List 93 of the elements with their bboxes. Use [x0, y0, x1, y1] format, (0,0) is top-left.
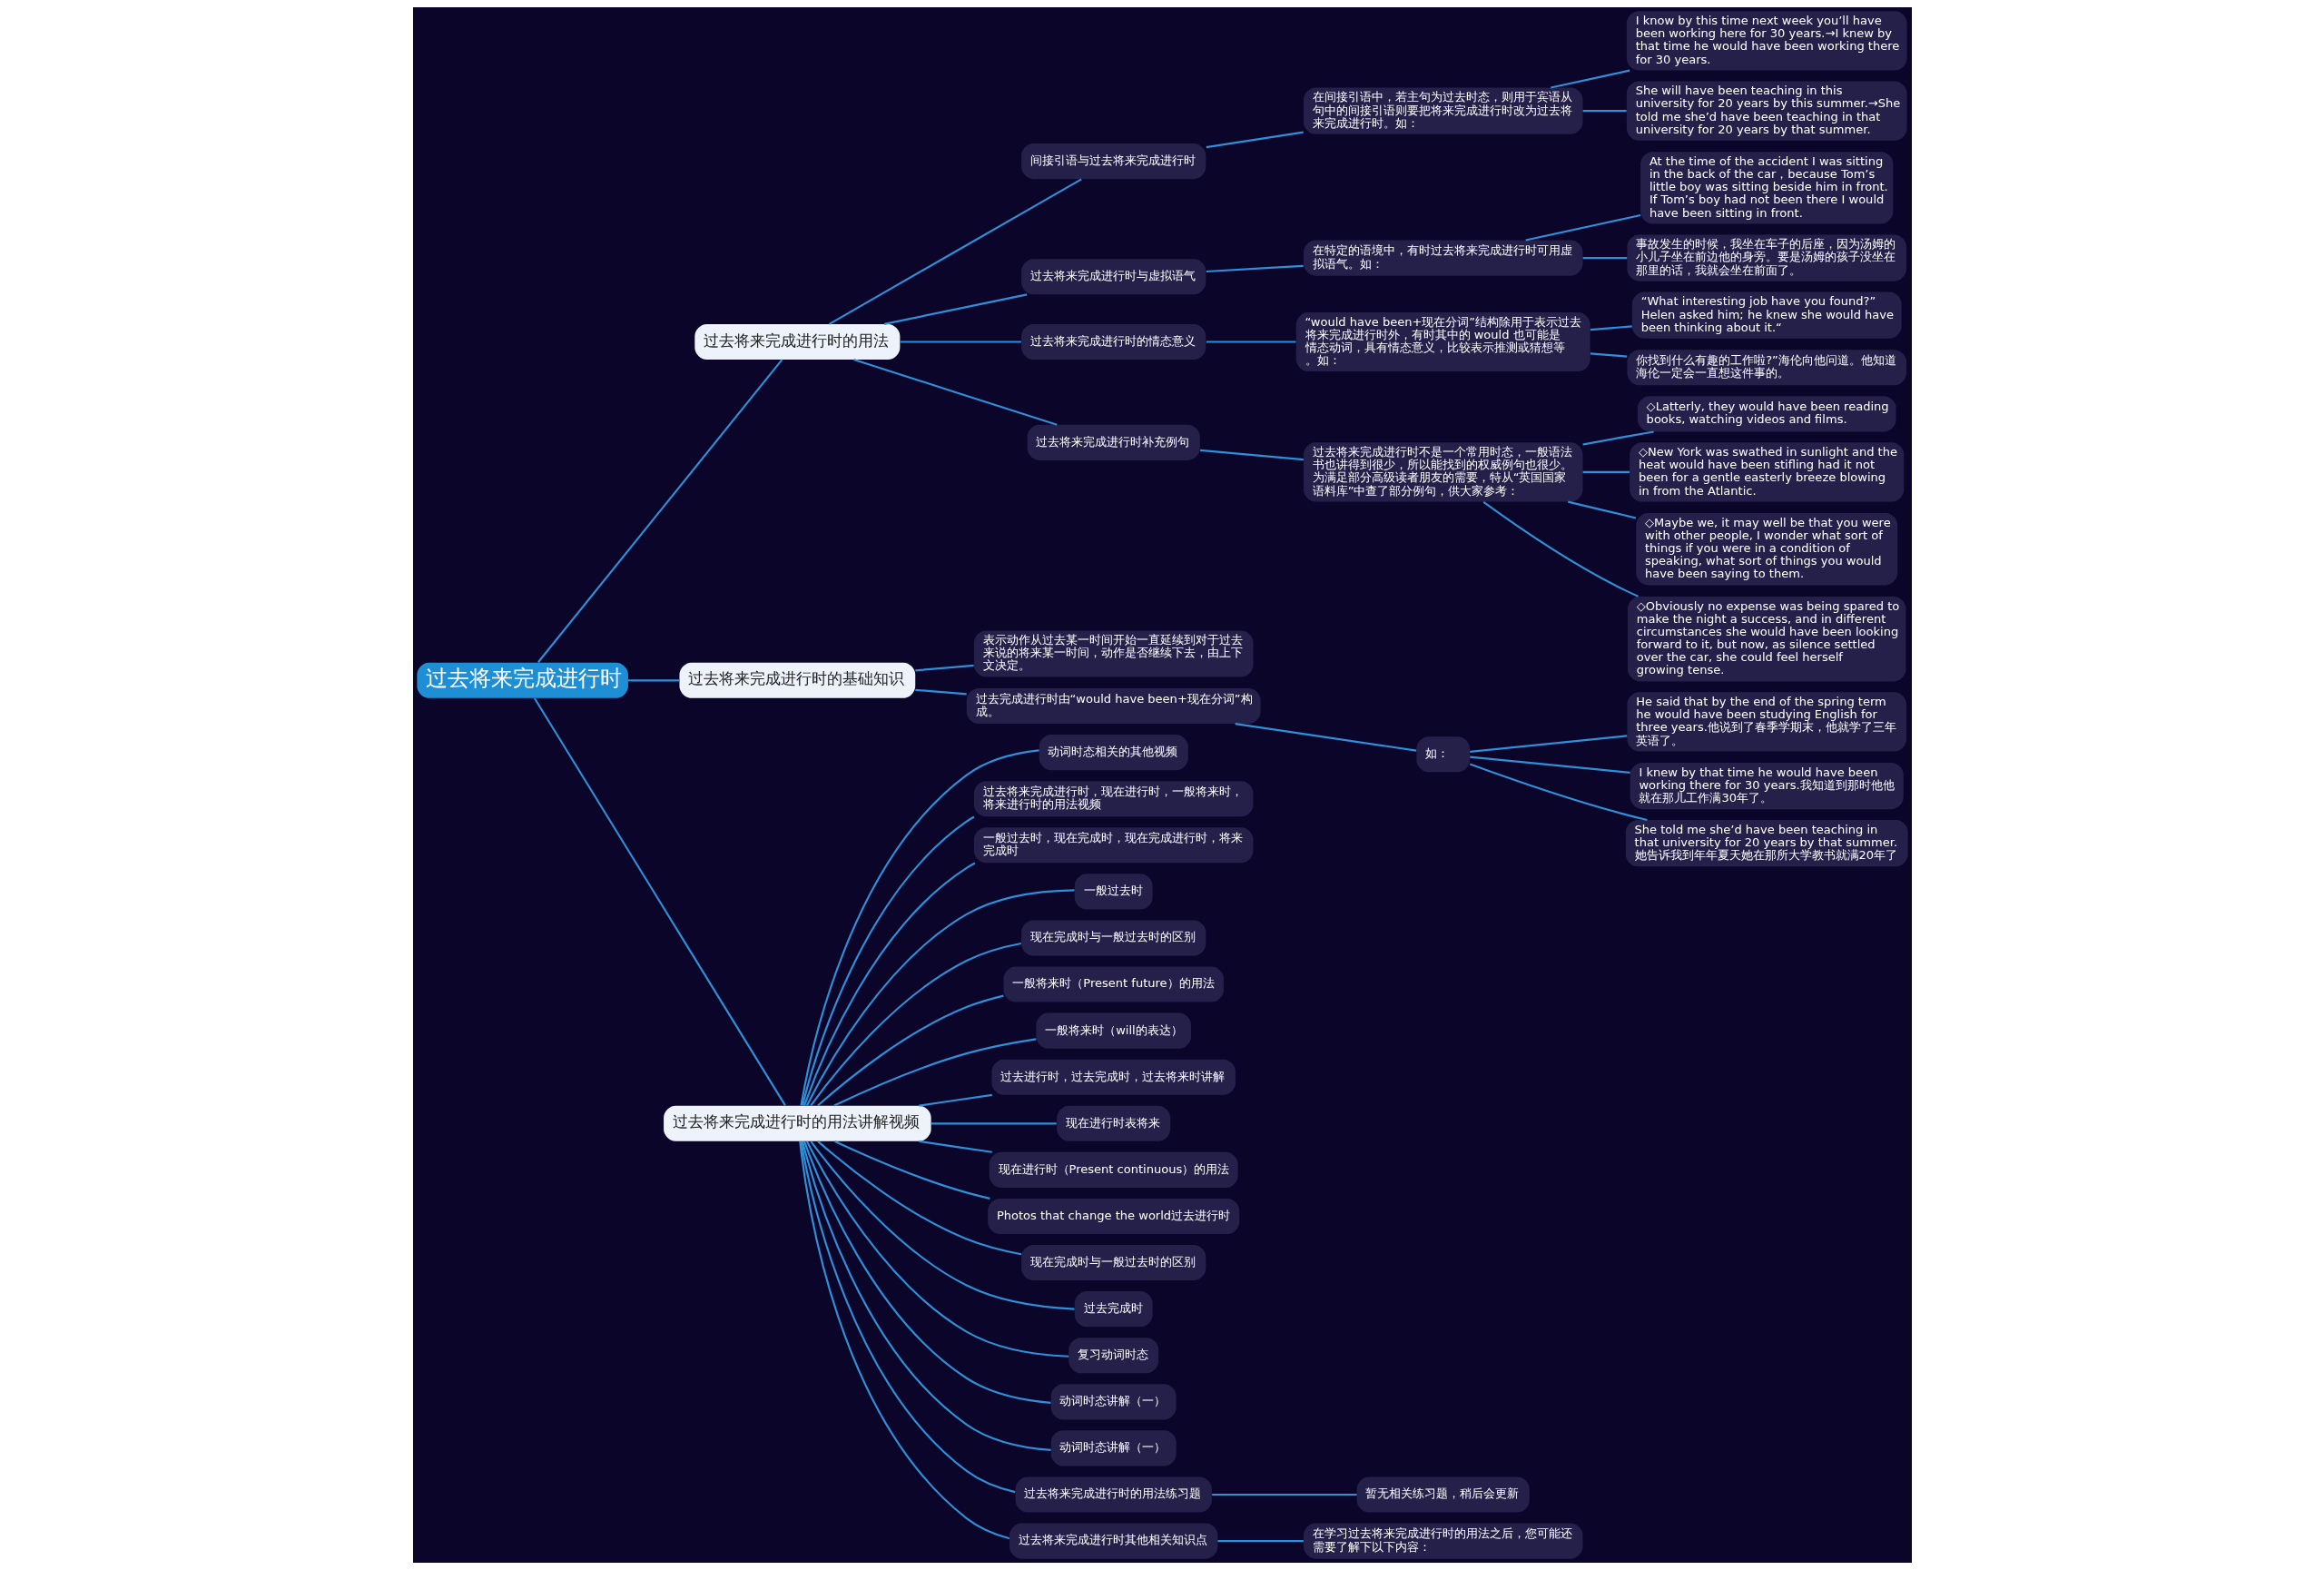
node-box: 过去将来完成进行时的基础知识 [678, 662, 915, 698]
node-box: He said that by the end of the spring term he would have been studying English for three years.他说到了春季学期末，他就学了三年英语了。 [1626, 692, 1906, 752]
connector [833, 1140, 990, 1200]
node-box: I knew by that time he would have been working there for 30 years.我知道到那时他他就在那儿工作满30年了。 [1630, 763, 1904, 810]
connector [1469, 763, 1648, 822]
node-box: 过去完成进行时由“would have been+现在分词”构成。 [966, 688, 1261, 725]
connector [1524, 213, 1640, 242]
connector [801, 1140, 1051, 1451]
connector [1469, 735, 1627, 753]
node-box: 在特定的语境中，有时过去将来完成进行时可用虚拟语气。如： [1303, 240, 1582, 276]
node-box: Photos that change the world过去进行时 [987, 1198, 1239, 1235]
connector [799, 749, 1039, 1106]
connector [1582, 470, 1630, 474]
node-box: 动词时态讲解（一） [1050, 1430, 1177, 1466]
node-box: 动词时态讲解（一） [1050, 1384, 1177, 1420]
node-box: 过去将来完成进行时不是一个常用时态，一般语法书也讲得到很少，所以能找到的权威例句也很少。为满足部分高级读者朋友的需要，特从“英国国家语料库”中查了部分例句，供大家参考： [1303, 442, 1582, 502]
node-box: 一般将来时（will的表达） [1035, 1012, 1191, 1049]
node-box: At the time of the accident I was sitting in the back of the car，because Tom’s little boy was sitting beside him in front. If Tom’s boy had not been there I would have been sitting in front. [1640, 152, 1893, 224]
connector [914, 688, 967, 696]
connector [1482, 500, 1639, 597]
connector [883, 293, 1027, 325]
connector [1216, 1539, 1304, 1543]
node-box: 复习动词时态 [1068, 1338, 1158, 1374]
connector [803, 1140, 1051, 1404]
connector [1206, 341, 1295, 343]
node-box: “would have been+现在分词”结构除用于表示过去将来完成进行时外，有时其中的 would 也可能是情态动词，具有情态意义，比较表示推测或猜想等。如： [1295, 311, 1590, 372]
node-box: 在间接引语中，若主句为过去时态，则用于宾语从句中的间接引语则要把将来完成进行时改为过去将来完成进行时。如： [1303, 87, 1582, 134]
connector [1206, 264, 1304, 273]
node-box: She will have been teaching in this university for 20 years by this summer.→She told me she’d have been teaching in that university for 20 years by that summer. [1626, 81, 1907, 141]
node-box: 过去将来完成进行时与虚拟语气 [1020, 259, 1206, 295]
connector [1582, 257, 1627, 260]
connector [914, 664, 974, 672]
node-box: 过去将来完成进行时的用法 [694, 323, 900, 360]
connector [805, 1140, 1068, 1358]
node-box: 现在完成时与一般过去时的区别 [1020, 1245, 1206, 1281]
connector [1590, 325, 1632, 331]
node-box: 过去将来完成进行时 [416, 662, 628, 698]
connector [1567, 500, 1636, 519]
connector [809, 942, 1021, 1107]
node-box: ◇New York was swathed in sunlight and the heat would have been stifling had it not been for a gentle easterly breeze blowing in from the Atlantic. [1629, 442, 1904, 502]
connector [627, 679, 679, 682]
connector [828, 178, 1082, 325]
node-box: ◇Maybe we, it may well be that you were with other people, I wonder what sort of things if you were in a condition of speaking, what sort of things you would have been saying to them. [1635, 513, 1897, 586]
node-box: 过去将来完成进行时的用法讲解视频 [663, 1105, 931, 1141]
node-box: 现在完成时与一般过去时的区别 [1020, 920, 1206, 956]
node-box: 一般过去时 [1074, 874, 1153, 910]
connector [1590, 352, 1627, 358]
connector [810, 1140, 1075, 1310]
node-box: “What interesting job have you found?” Helen asked him; he knew she would have been thinking about it.“ [1631, 291, 1902, 339]
node-box: 过去将来完成进行时的用法练习题 [1015, 1476, 1212, 1513]
connector [816, 994, 1004, 1107]
connector [803, 862, 975, 1106]
connector [1469, 755, 1630, 774]
node-box: 暂无相关练习题，稍后会更新 [1356, 1476, 1530, 1513]
node-box: 你找到什么有趣的工作啦?”海伦向他问道。他知道海伦一定会一直想这件事的。 [1626, 350, 1906, 386]
node-box: ◇Obviously no expense was being spared to make the night a success, and in different circumstances she would have been looking forward to it, but now, as silence settled over the car, she could feel herself growing tense. [1627, 596, 1905, 682]
connector [537, 359, 783, 663]
connector [1206, 131, 1304, 149]
node-box: She told me she’d have been teaching in that university for 20 years by that summer.她告诉我到年年夏天她在那所大学教书就满20年了 [1625, 820, 1908, 867]
connector [1234, 723, 1416, 752]
node-box: 现在进行时（Present continuous）的用法 [989, 1151, 1238, 1188]
node-box: 过去将来完成进行时的情态意义 [1020, 323, 1206, 360]
node-box: I know by this time next week you’ll have been working here for 30 years.→I knew by that time he would have been working there for 30 years. [1626, 11, 1907, 71]
connector [805, 889, 1075, 1106]
connector [1199, 449, 1304, 461]
node-box: 过去完成时 [1074, 1291, 1153, 1328]
connector [801, 815, 975, 1106]
node-box: 一般过去时，现在完成时，现在完成进行时，将来完成时 [973, 827, 1253, 864]
connector [533, 697, 786, 1106]
node-box: 过去将来完成进行时补充例句 [1027, 424, 1200, 460]
connector [918, 1140, 992, 1153]
connector [900, 341, 1021, 343]
node-box: ◇Latterly, they would have been reading books, watching videos and films. [1637, 396, 1896, 432]
node-box: 一般将来时（Present future）的用法 [1003, 966, 1224, 1002]
node-box: 现在进行时表将来 [1056, 1105, 1170, 1141]
connector [1211, 1493, 1357, 1496]
connector [918, 1093, 992, 1107]
node-box: 如： [1415, 736, 1470, 773]
connector [852, 359, 1058, 426]
node-box: 在学习过去将来完成进行时的用法之后，您可能还需要了解下以下内容： [1303, 1523, 1582, 1559]
connector [832, 1038, 1036, 1107]
connector [1581, 430, 1654, 446]
connector [1550, 69, 1630, 89]
node-box: 过去将来完成进行时其他相关知识点 [1009, 1523, 1217, 1559]
node-box: 动词时态相关的其他视频 [1039, 735, 1188, 771]
connector [1582, 110, 1627, 113]
node-box: 过去将来完成进行时，现在进行时，一般将来时，将来进行时的用法视频 [973, 781, 1253, 817]
node-box: 过去进行时，过去完成时，过去将来时讲解 [990, 1059, 1236, 1095]
node-box: 事故发生的时候，我坐在车子的后座，因为汤姆的小儿子坐在前边他的身旁。要是汤姆的孩子没坐在那里的话，我就会坐在前面了。 [1626, 234, 1906, 281]
node-box: 表示动作从过去某一时间开始一直延续到对于过去来说的将来某一时间，动作是否继续下去，由上下文决定。 [973, 630, 1253, 677]
node-box: 间接引语与过去将来完成进行时 [1020, 143, 1206, 180]
connector [816, 1140, 1021, 1256]
connector [931, 1122, 1057, 1125]
